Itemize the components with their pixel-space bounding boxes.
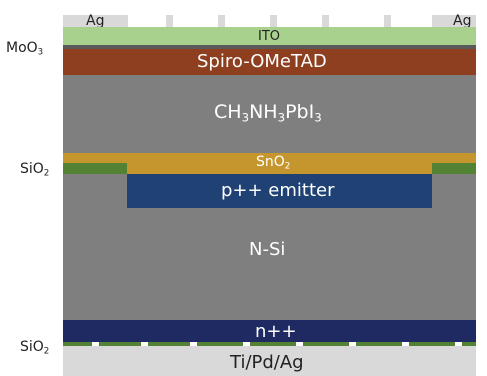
- sio2-bottom-segment: [250, 342, 296, 346]
- spiro-ometad-layer: [63, 49, 476, 75]
- ag-finger: [166, 15, 173, 27]
- n-si-label: N-Si: [249, 239, 286, 260]
- ito-layer: [63, 27, 476, 45]
- moo3-layer: [63, 45, 476, 49]
- ag-contact-right: [432, 15, 476, 27]
- sio2-top-right: [432, 163, 476, 174]
- sno2-label: SnO2: [256, 154, 291, 172]
- ag-right-label: Ag: [453, 13, 472, 29]
- sio2-bottom-segment: [462, 342, 476, 346]
- moo3-label: MoO3: [6, 40, 44, 58]
- ag-left-label: Ag: [86, 13, 105, 29]
- back-contact-label: Ti/Pd/Ag: [230, 352, 304, 373]
- ito-label: ITO: [258, 29, 281, 44]
- n-plus-plus-label: n++: [255, 321, 297, 342]
- sio2-bottom-segment: [303, 342, 349, 346]
- sio2-bottom-segment: [197, 342, 243, 346]
- perovskite-label: CH3NH3PbI3: [214, 101, 322, 125]
- perovskite-layer: [63, 75, 476, 153]
- sno2-layer: [63, 153, 476, 174]
- ag-finger: [218, 15, 225, 27]
- ag-finger: [322, 15, 329, 27]
- ag-contact-left: [63, 15, 128, 27]
- sio2-bottom-segment: [356, 342, 402, 346]
- sio2-top-label: SiO2: [20, 161, 50, 179]
- sio2-bottom-segment: [99, 342, 141, 346]
- sio2-bottom-label: SiO2: [20, 339, 50, 357]
- ag-finger: [384, 15, 391, 27]
- p-emitter-layer: [127, 174, 432, 208]
- back-contact-layer: [63, 346, 476, 376]
- sio2-bottom-segment: [63, 342, 92, 346]
- sio2-top-left: [63, 163, 127, 174]
- ag-finger: [270, 15, 277, 27]
- p-emitter-label: p++ emitter: [221, 180, 335, 201]
- n-plus-plus-layer: [63, 320, 476, 342]
- spiro-ometad-label: Spiro-OMeTAD: [197, 51, 327, 72]
- sio2-bottom-segment: [148, 342, 190, 346]
- sio2-bottom-segment: [409, 342, 455, 346]
